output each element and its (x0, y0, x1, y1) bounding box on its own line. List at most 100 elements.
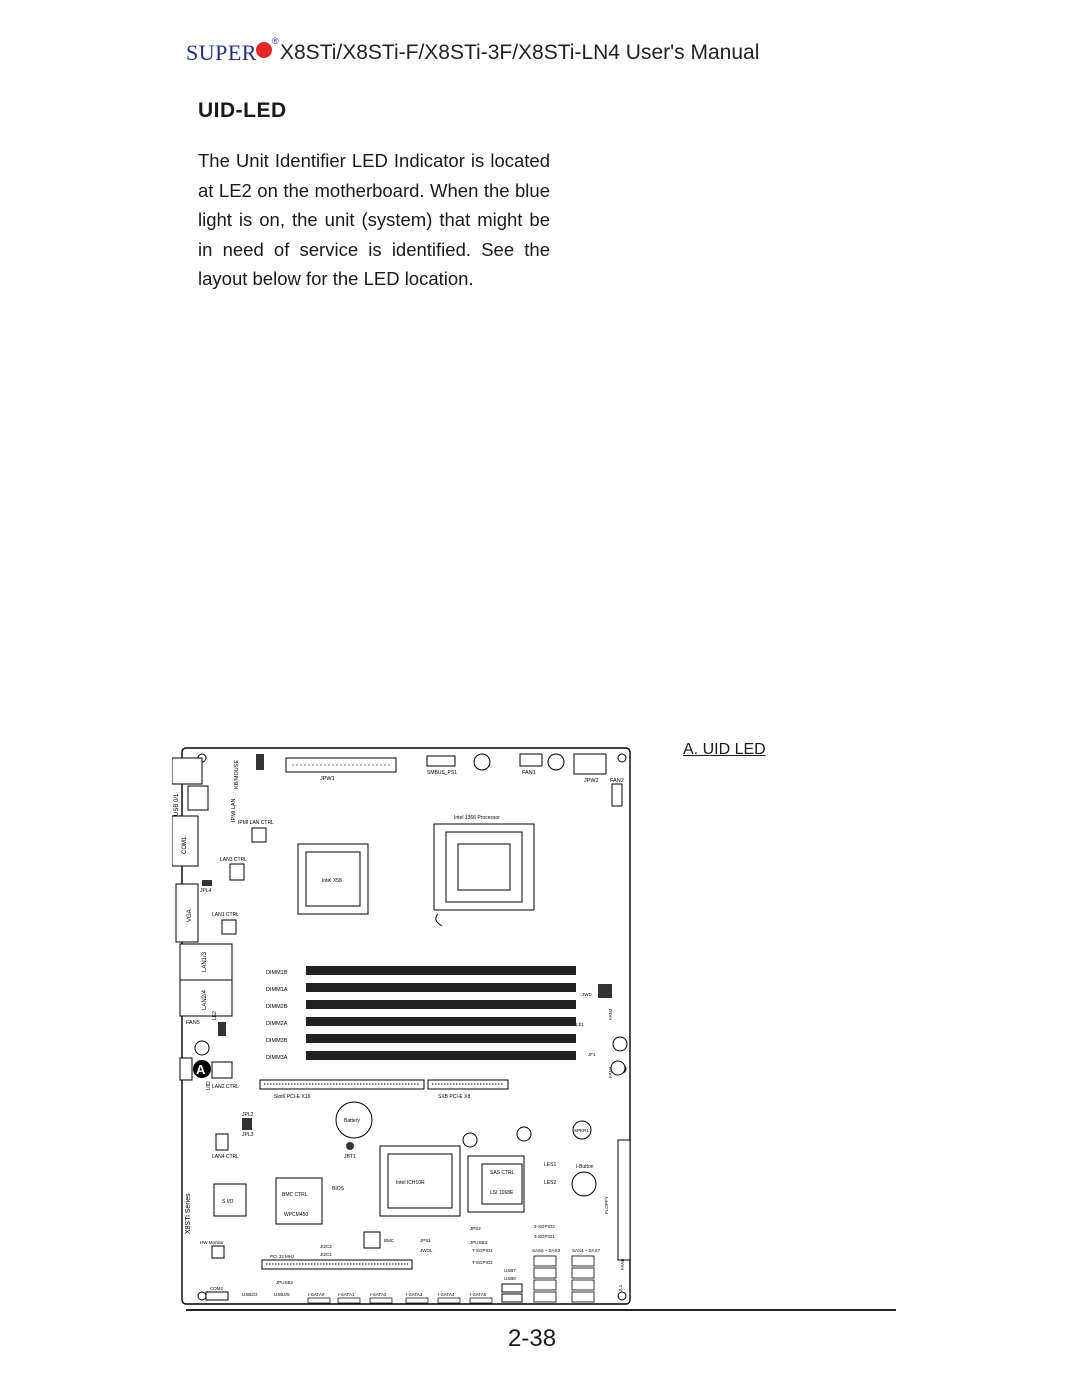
cap-4 (516, 1126, 532, 1142)
cpu-label: Intel 1366 Processor (454, 815, 500, 821)
jpw2-label: JPW2 (584, 778, 599, 784)
com1-label: COM1 (182, 836, 188, 854)
le2-label: LE2 (212, 1011, 218, 1020)
dimm2a-label: DIMM2A (266, 1021, 288, 1027)
dimm2b-label: DIMM2B (266, 1004, 288, 1010)
jwd-jumper (598, 984, 612, 998)
slot5-label: SXB PCI-E X8 (438, 1094, 470, 1100)
page-number: 2-38 (508, 1325, 557, 1352)
jwol-label: JWOL (420, 1248, 433, 1253)
bmc-label: BMC (384, 1238, 395, 1243)
fan1-header (519, 753, 543, 767)
fan5-cap (194, 1040, 210, 1056)
lan24-label: LAN2/4 (202, 989, 208, 1010)
spkr1-label: SPKR1 (574, 1128, 589, 1133)
manual-title: X8STi/X8STi-F/X8STi-3F/X8STi-LN4 User's … (280, 41, 760, 64)
pci33-label: PCI 33 MHz (270, 1254, 295, 1259)
lan3-ctrl-chip (229, 863, 245, 881)
usb01-port (171, 757, 203, 785)
le2-led (218, 1022, 226, 1036)
dimm3a-label: DIMM3A (266, 1055, 288, 1061)
jpw1-label: JPW1 (320, 776, 335, 782)
section-title: UID-LED (198, 99, 287, 122)
hw-monitor-chip (211, 1245, 225, 1259)
jpw2-connector (573, 753, 607, 775)
isata3-label: I-SATA3 (406, 1292, 423, 1297)
sas03-label: SAS0 ~ SAS3 (532, 1248, 561, 1253)
uid-switch (179, 1057, 193, 1081)
usb7-label: USB7 (504, 1268, 516, 1273)
com1-port (171, 815, 199, 867)
sgpio1-label: 3-SGPIO1 (534, 1234, 555, 1239)
ipmilan-label: IPMI LAN (231, 798, 237, 822)
com2-header (205, 1291, 229, 1301)
footer-rule (186, 1309, 896, 1311)
smbus-connector (426, 755, 456, 767)
bmc-chip (363, 1231, 381, 1249)
com2-label: COM2 (210, 1286, 223, 1291)
usb8-label: USB8 (504, 1276, 516, 1281)
fan3-cap (612, 1036, 628, 1052)
fan2-header (611, 783, 623, 807)
usb01-label: USB 0/1 (174, 793, 180, 816)
sio-label: S I/O (222, 1199, 234, 1205)
jbt1-label: JBT1 (344, 1154, 356, 1160)
series-label: X8STi Series (185, 1193, 192, 1234)
fan2-label: FAN2 (610, 778, 624, 784)
ich10r-chip (387, 1153, 453, 1209)
sas-ports (533, 1255, 595, 1303)
isata2-label: I-SATA2 (370, 1292, 387, 1297)
motherboard-layout-figure: USB 0/1 KB/MOUSE IPMI LAN COM1 VGA LAN1/… (171, 744, 636, 1308)
ipmi-ctrl-chip (251, 827, 267, 843)
brand-registered-mark: ® (272, 36, 279, 46)
lan2-ctrl-label: LAN2 CTRL (212, 1084, 239, 1090)
x58-chip (305, 851, 361, 907)
fan5-label: FAN5 (186, 1020, 200, 1026)
isata0-label: I-SATA0 (308, 1292, 325, 1297)
bios-label: BIOS (332, 1186, 345, 1192)
ipmi-ctrl-label: IPMI LAN CTRL (238, 820, 274, 826)
lan2-ctrl-chip (211, 1061, 233, 1079)
jpl3-label: JPL3 (242, 1132, 254, 1138)
isata1-label: I-SATA1 (338, 1292, 355, 1297)
fan3-label: FAN3 (608, 1008, 613, 1020)
brand-logo: SUPER (186, 40, 257, 66)
uid-led-callout (193, 1060, 211, 1078)
dimm3b-label: DIMM3B (266, 1038, 288, 1044)
sata-ports (307, 1297, 493, 1304)
sas-ctrl-label: SAS CTRL (490, 1170, 515, 1176)
vga-port (175, 883, 199, 943)
lan24-port (179, 979, 233, 1017)
dimm-slots (306, 966, 576, 1060)
ipmi-lan-port (187, 785, 209, 811)
cap-1 (473, 753, 491, 771)
les2-label: LES2 (544, 1180, 556, 1186)
callout-letter: A (196, 1062, 206, 1077)
jpusb2-label: JPUSB2 (276, 1280, 294, 1285)
lan4-ctrl-chip (215, 1133, 229, 1151)
smbus-label: SMBUS_PS1 (427, 770, 457, 776)
cpu-die (457, 843, 511, 891)
page-header: SUPER ® X8STi/X8STi-F/X8STi-3F/X8STi-LN4… (186, 36, 896, 76)
uid-label: UID (206, 1081, 212, 1090)
brand-dot-icon (256, 42, 272, 58)
sas47-label: SAS4 ~ SAS7 (572, 1248, 601, 1253)
usb45-label: USB4/5 (274, 1292, 290, 1297)
jbt1-jumper (346, 1142, 354, 1150)
ibutton (571, 1171, 597, 1197)
jpl2-label: JPL2 (242, 1112, 254, 1118)
jps1-label: JPS1 (420, 1238, 431, 1243)
lan3-ctrl-label: LAN3 CTRL (220, 857, 247, 863)
brand-text: SUPER (186, 40, 257, 65)
jwd-label: JWD (582, 992, 592, 997)
ibutton-label: I-Button (576, 1164, 594, 1170)
spkr1-buzzer (572, 1120, 592, 1140)
wpcm-label: WPCM450 (284, 1212, 308, 1218)
fan4-cap (610, 1060, 626, 1076)
jpusb3-label: JPUSB3 (470, 1240, 488, 1245)
dimm1b-label: DIMM1B (266, 970, 288, 976)
tsgpio1-label: T-SGPIO1 (472, 1248, 493, 1253)
le1-label: LE1 (576, 1022, 585, 1027)
jpl4-label: JPL4 (200, 888, 212, 894)
bmc-ctrl-chip (275, 1177, 323, 1225)
